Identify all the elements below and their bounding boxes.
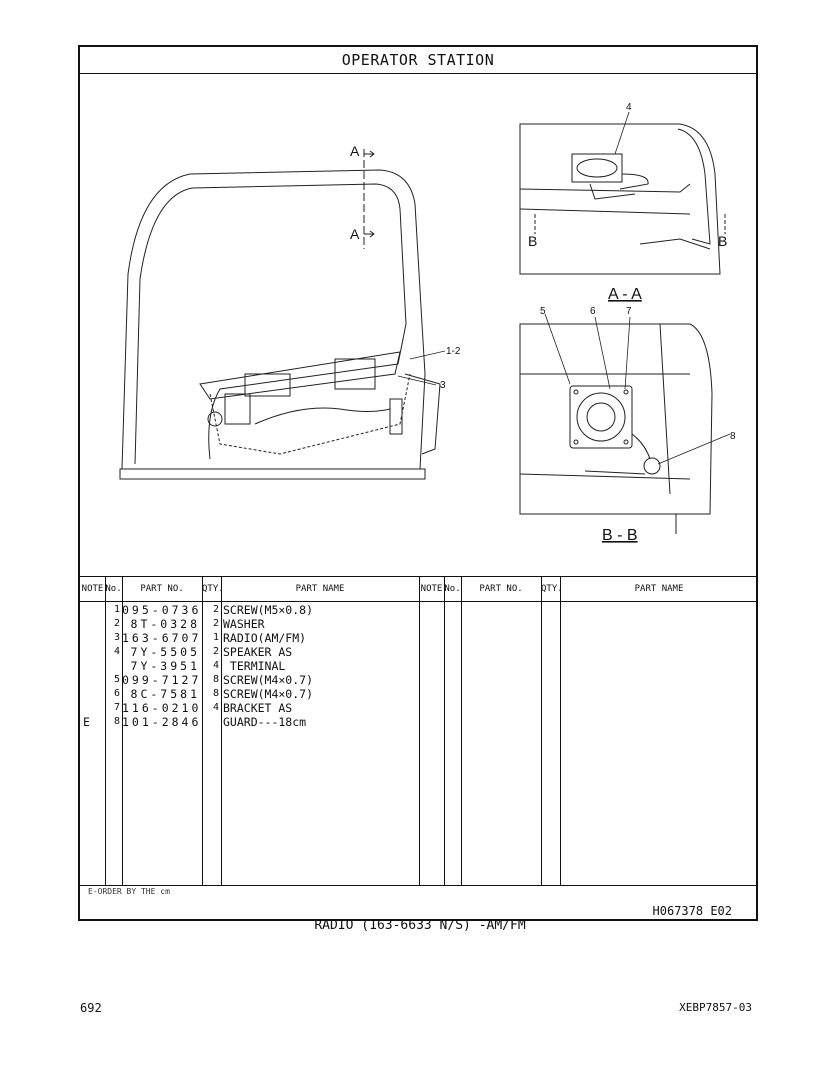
column-divider — [541, 577, 542, 885]
cell-no: 1 — [113, 604, 120, 615]
cell-no: 5 — [113, 674, 120, 685]
callout-3: 3 — [440, 380, 446, 391]
column-divider — [105, 577, 106, 885]
column-divider — [461, 577, 462, 885]
header-qty: QTY. — [202, 584, 224, 594]
view-b-b — [519, 323, 713, 534]
cell-no: 8 — [113, 716, 120, 727]
cell-no: 6 — [113, 688, 120, 699]
callout-leaders — [397, 111, 731, 465]
cell-part-no: 101-2846 — [122, 715, 202, 729]
label-section-a-bottom: A — [350, 226, 360, 242]
header-qty: QTY. — [541, 584, 563, 594]
cell-part-no: 116-0210 — [122, 701, 202, 715]
header-part-no: PART NO. — [479, 584, 523, 594]
header-part-name: PART NAME — [634, 584, 684, 594]
cell-no: 3 — [113, 632, 120, 643]
callout-5: 5 — [540, 306, 546, 317]
document-number: XEBP7857-03 — [679, 1001, 752, 1014]
cell-part-no: 099-7127 — [122, 673, 202, 687]
cell-no: 7 — [113, 702, 120, 713]
parts-sheet: OPERATOR STATION — [78, 45, 758, 921]
cell-part-no: 8C-7581 — [130, 687, 200, 701]
table-row: 4 7Y-5505 2 SPEAKER AS — [80, 645, 419, 659]
footnote: E-ORDER BY THE cm — [88, 887, 170, 896]
sheet-title: OPERATOR STATION — [80, 47, 756, 74]
drawing-code: H067378 E02 — [652, 904, 732, 918]
cab-door-frame — [119, 169, 441, 480]
cell-name: SCREW(M4×0.7) — [223, 673, 314, 687]
cell-part-no: 163-6707 — [122, 631, 202, 645]
callout-1-2: 1-2 — [446, 346, 461, 357]
cell-name: SPEAKER AS — [223, 645, 293, 659]
cell-name: WASHER — [223, 617, 265, 631]
sheet-footer: E-ORDER BY THE cm H067378 E02 — [80, 884, 756, 919]
table-row: 2 8T-0328 2 WASHER — [80, 617, 419, 631]
label-section-a-top: A — [350, 143, 360, 159]
callout-6: 6 — [590, 306, 596, 317]
page-number: 692 — [80, 1001, 102, 1015]
cell-qty: 2 — [212, 646, 219, 657]
cell-no: 2 — [113, 618, 120, 629]
cell-name: SCREW(M4×0.7) — [223, 687, 314, 701]
section-a-markers — [363, 149, 375, 249]
header-no: No. — [444, 584, 461, 594]
cell-qty: 2 — [212, 618, 219, 629]
cell-part-no: 7Y-3951 — [130, 659, 200, 673]
column-divider — [122, 577, 123, 885]
callout-8: 8 — [730, 431, 736, 442]
column-divider — [419, 577, 420, 885]
label-section-b-left: B — [528, 233, 537, 249]
header-part-no: PART NO. — [140, 584, 184, 594]
cell-qty: 2 — [212, 604, 219, 615]
cell-no: 4 — [113, 646, 120, 657]
cell-qty: 4 — [212, 660, 219, 671]
table-row: 7Y-3951 4 TERMINAL — [80, 659, 419, 673]
cell-qty: 8 — [212, 674, 219, 685]
view-a-a — [519, 123, 726, 275]
callout-4: 4 — [626, 102, 632, 113]
column-divider — [221, 577, 222, 885]
header-note: NOTE — [81, 584, 104, 594]
header-part-name: PART NAME — [295, 584, 345, 594]
parts-illustration: A A 1-2 3 4 B B A - A 5 6 7 8 B - B — [80, 74, 756, 576]
cell-part-no: 095-0736 — [122, 603, 202, 617]
cell-qty: 1 — [212, 632, 219, 643]
header-note: NOTE — [420, 584, 443, 594]
column-divider — [444, 577, 445, 885]
cell-part-no: 7Y-5505 — [130, 645, 200, 659]
cell-qty: 8 — [212, 688, 219, 699]
callout-7: 7 — [626, 306, 632, 317]
column-divider — [560, 577, 561, 885]
view-label-b-b: B - B — [602, 527, 638, 544]
cell-name: BRACKET AS — [223, 701, 293, 715]
cell-name: TERMINAL — [223, 659, 286, 673]
figure-caption: RADIO (163-6633 N/S) -AM/FM — [314, 918, 526, 933]
column-divider — [202, 577, 203, 885]
view-label-a-a: A - A — [608, 286, 642, 303]
cell-name: RADIO(AM/FM) — [223, 631, 307, 645]
cell-note: E — [83, 715, 90, 729]
cell-part-no: 8T-0328 — [130, 617, 200, 631]
label-section-b-right: B — [718, 233, 727, 249]
header-no: No. — [105, 584, 122, 594]
cell-qty: 4 — [212, 702, 219, 713]
table-row: 6 8C-7581 8 SCREW(M4×0.7) — [80, 687, 419, 701]
cell-name: GUARD---18cm — [223, 715, 307, 729]
cell-name: SCREW(M5×0.8) — [223, 603, 314, 617]
